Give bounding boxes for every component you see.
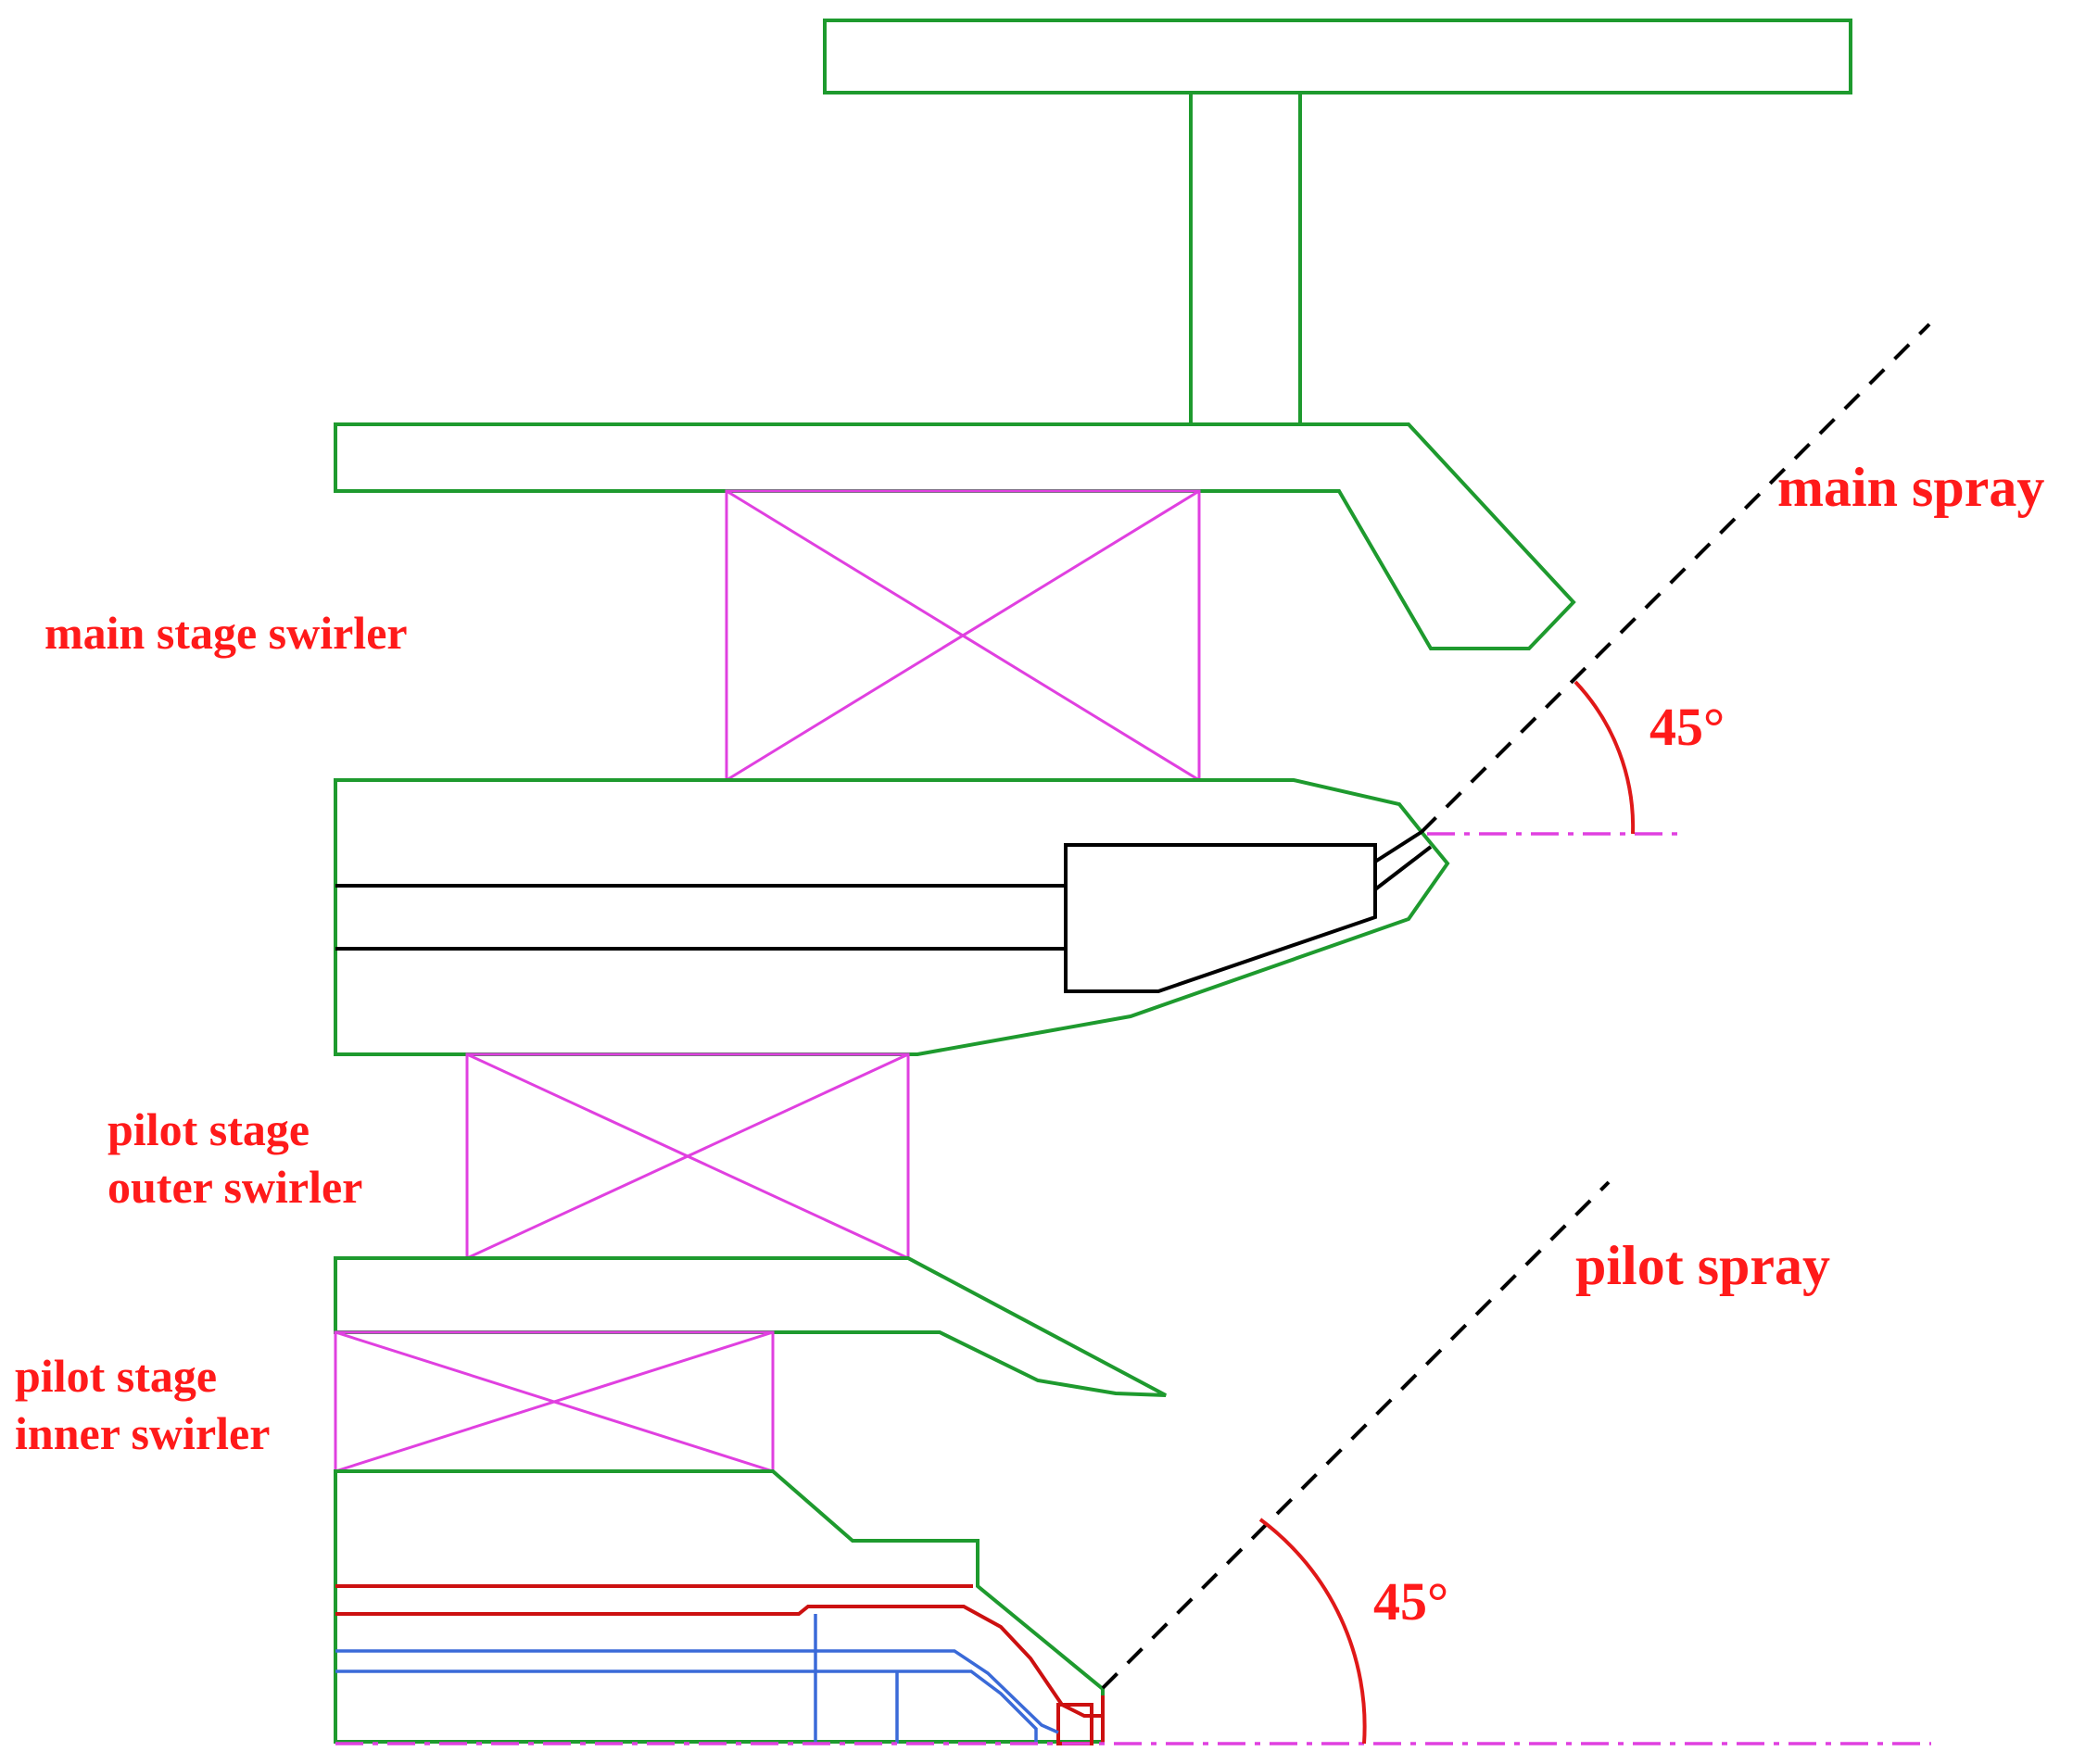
label-pilot-inner-swirler-line1: pilot stage bbox=[15, 1350, 217, 1402]
label-pilot-spray-angle: 45° bbox=[1373, 1571, 1448, 1632]
pilot-separator-wall bbox=[334, 1256, 1167, 1397]
main-stage-swirler bbox=[725, 489, 1201, 782]
pilot-spray-cone bbox=[335, 1180, 1931, 1745]
label-main-stage-swirler: main stage swirler bbox=[44, 607, 408, 659]
main-fuel-nozzle bbox=[335, 830, 1433, 993]
label-main-spray: main spray bbox=[1777, 457, 2044, 518]
pilot-outer-swirler bbox=[465, 1052, 910, 1260]
pilot-inner-swirler bbox=[334, 1330, 775, 1473]
label-pilot-outer-swirler-line1: pilot stage bbox=[107, 1103, 310, 1155]
label-pilot-outer-swirler-line2: outer swirler bbox=[107, 1161, 362, 1213]
mounting-flange bbox=[823, 19, 1852, 424]
label-pilot-inner-swirler-line2: inner swirler bbox=[15, 1407, 270, 1459]
label-pilot-spray: pilot spray bbox=[1575, 1235, 1830, 1296]
main-spray-cone bbox=[1420, 322, 1931, 836]
outer-liner-wall bbox=[334, 422, 1576, 650]
main-stage-body bbox=[334, 778, 1450, 1056]
pilot-inner-body bbox=[334, 1469, 1105, 1744]
label-main-spray-angle: 45° bbox=[1649, 697, 1725, 757]
pilot-fuel-passage bbox=[335, 1584, 1105, 1745]
pilot-inner-fuel-tube bbox=[335, 1614, 1059, 1744]
